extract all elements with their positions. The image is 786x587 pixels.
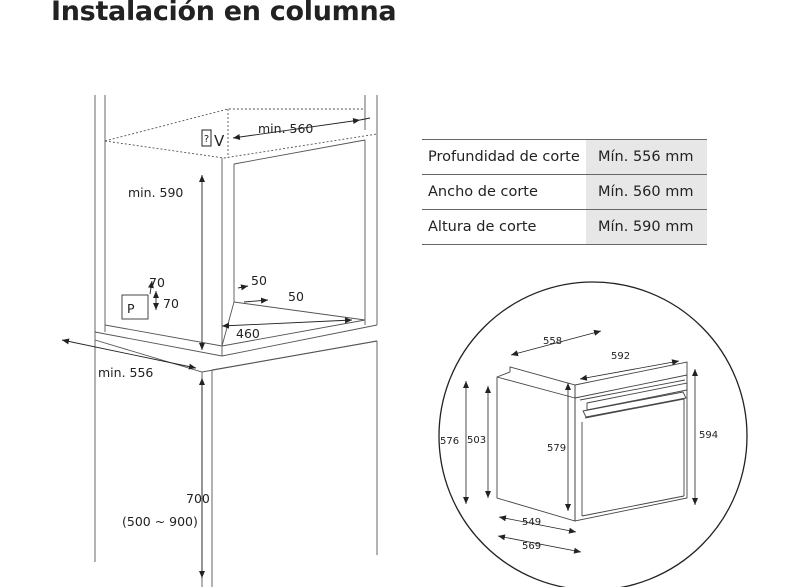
- spec-value-depth: Mín. 556 mm: [586, 139, 707, 175]
- plug-label: P: [127, 301, 135, 316]
- specs-row: Ancho de corte Mín. 560 mm: [422, 174, 707, 210]
- oven-label-576: 576: [440, 436, 459, 447]
- label-min-590: min. 590: [128, 185, 183, 200]
- label-height-range: (500 ~ 900): [122, 514, 198, 529]
- oven-label-569: 569: [522, 541, 541, 552]
- spec-value-width: Mín. 560 mm: [586, 174, 707, 210]
- specs-row: Altura de corte Mín. 590 mm: [422, 209, 707, 245]
- label-70-width: 70: [149, 275, 165, 290]
- label-700: 700: [186, 491, 210, 506]
- spec-label-width: Ancho de corte: [422, 174, 586, 210]
- spec-label-depth: Profundidad de corte: [422, 139, 586, 175]
- oven-label-592: 592: [611, 351, 630, 362]
- oven-detail-circle: [438, 281, 748, 587]
- specs-row: Profundidad de corte Mín. 556 mm: [422, 139, 707, 175]
- page-title: Instalación en columna: [51, 0, 397, 27]
- oven-label-594: 594: [699, 430, 718, 441]
- oven-drawing: [496, 361, 688, 522]
- oven-label-558: 558: [543, 336, 562, 347]
- specs-table: Profundidad de corte Mín. 556 mm Ancho d…: [422, 139, 707, 245]
- spec-label-height: Altura de corte: [422, 209, 586, 245]
- vent-label: V: [214, 132, 225, 150]
- oven-label-549: 549: [522, 517, 541, 528]
- oven-label-503: 503: [467, 435, 486, 446]
- label-460: 460: [236, 326, 260, 341]
- label-50-a: 50: [251, 273, 267, 288]
- label-min-560: min. 560: [258, 121, 313, 136]
- spec-value-height: Mín. 590 mm: [586, 209, 707, 245]
- oven-dimension-lines: [463, 329, 698, 554]
- oven-label-579: 579: [547, 443, 566, 454]
- vent-warning-icon: ?: [201, 129, 212, 147]
- svg-text:?: ?: [204, 134, 209, 145]
- cabinet-dimension-lines: [61, 117, 371, 578]
- label-70-height: 70: [163, 296, 179, 311]
- label-min-556: min. 556: [98, 365, 153, 380]
- label-50-b: 50: [288, 289, 304, 304]
